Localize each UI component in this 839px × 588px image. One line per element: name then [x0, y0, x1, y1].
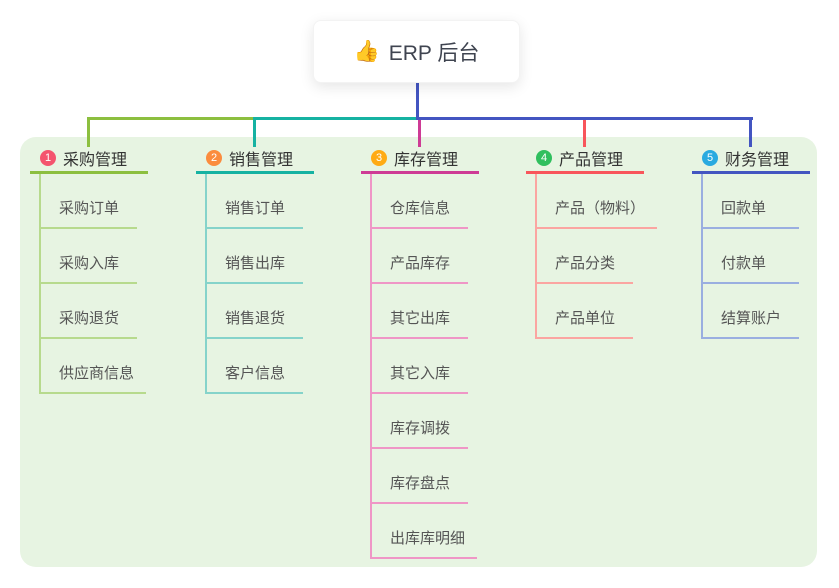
branch-column-1: 1 采购管理采购订单采购入库采购退货供应商信息 — [30, 145, 148, 394]
branch-children-group: 采购订单采购入库采购退货供应商信息 — [39, 174, 147, 394]
child-topic-node[interactable]: 产品单位 — [537, 284, 633, 339]
connector-root-drop — [416, 83, 419, 120]
branch-children-group: 回款单付款单结算账户 — [701, 174, 799, 339]
child-topic-node[interactable]: 销售出库 — [207, 229, 303, 284]
branch-children-group: 产品（物料）产品分类产品单位 — [535, 174, 658, 339]
child-topic-node[interactable]: 其它出库 — [372, 284, 468, 339]
branch-column-3: 3 库存管理仓库信息产品库存其它出库其它入库库存调拨库存盘点出库库明细 — [361, 145, 479, 559]
child-topic-node[interactable]: 采购入库 — [41, 229, 137, 284]
branch-number-badge: 5 — [702, 150, 718, 166]
child-topic-node[interactable]: 仓库信息 — [372, 174, 468, 229]
child-topic-node[interactable]: 采购订单 — [41, 174, 137, 229]
connector-branch-drop-5 — [749, 117, 752, 147]
connector-branch-drop-2 — [253, 117, 256, 147]
branch-column-5: 5 财务管理回款单付款单结算账户 — [692, 145, 810, 339]
branch-number-badge: 2 — [206, 150, 222, 166]
connector-branch-drop-4 — [583, 120, 586, 147]
connector-bus-purchase — [87, 117, 256, 120]
root-node-label: ERP 后台 — [388, 41, 480, 65]
branch-children-group: 销售订单销售出库销售退货客户信息 — [205, 174, 303, 394]
child-topic-node[interactable]: 销售退货 — [207, 284, 303, 339]
branch-column-2: 2 销售管理销售订单销售出库销售退货客户信息 — [196, 145, 314, 394]
child-topic-node[interactable]: 供应商信息 — [41, 339, 147, 394]
branch-label: 产品管理 — [559, 152, 624, 169]
branch-node-2[interactable]: 2 销售管理 — [196, 145, 314, 174]
branch-number-badge: 1 — [40, 150, 56, 166]
connector-branch-drop-1 — [87, 117, 90, 147]
child-topic-node[interactable]: 产品库存 — [372, 229, 468, 284]
child-topic-node[interactable]: 销售订单 — [207, 174, 303, 229]
erp-root-node[interactable]: 👍 ERP 后台 — [313, 20, 520, 83]
connector-branch-drop-3 — [418, 120, 421, 147]
child-topic-node[interactable]: 采购退货 — [41, 284, 137, 339]
branch-label: 采购管理 — [63, 152, 128, 169]
branch-label: 库存管理 — [394, 152, 459, 169]
branch-number-badge: 4 — [536, 150, 552, 166]
connector-bus-sales — [253, 117, 419, 120]
child-topic-node[interactable]: 库存调拨 — [372, 394, 468, 449]
child-topic-node[interactable]: 结算账户 — [703, 284, 799, 339]
branch-label: 销售管理 — [229, 152, 294, 169]
child-topic-node[interactable]: 产品（物料） — [537, 174, 658, 229]
child-topic-node[interactable]: 其它入库 — [372, 339, 468, 394]
branch-node-4[interactable]: 4 产品管理 — [526, 145, 644, 174]
branches-panel — [20, 137, 817, 567]
branch-node-3[interactable]: 3 库存管理 — [361, 145, 479, 174]
child-topic-node[interactable]: 出库库明细 — [372, 504, 478, 559]
child-topic-node[interactable]: 产品分类 — [537, 229, 633, 284]
branch-node-5[interactable]: 5 财务管理 — [692, 145, 810, 174]
thumbs-up-icon: 👍 — [353, 39, 380, 63]
child-topic-node[interactable]: 客户信息 — [207, 339, 303, 394]
branch-column-4: 4 产品管理产品（物料）产品分类产品单位 — [526, 145, 658, 339]
branch-children-group: 仓库信息产品库存其它出库其它入库库存调拨库存盘点出库库明细 — [370, 174, 478, 559]
connector-bus-right — [416, 117, 753, 120]
branch-label: 财务管理 — [725, 152, 790, 169]
branch-node-1[interactable]: 1 采购管理 — [30, 145, 148, 174]
branch-number-badge: 3 — [371, 150, 387, 166]
child-topic-node[interactable]: 库存盘点 — [372, 449, 468, 504]
child-topic-node[interactable]: 回款单 — [703, 174, 799, 229]
child-topic-node[interactable]: 付款单 — [703, 229, 799, 284]
